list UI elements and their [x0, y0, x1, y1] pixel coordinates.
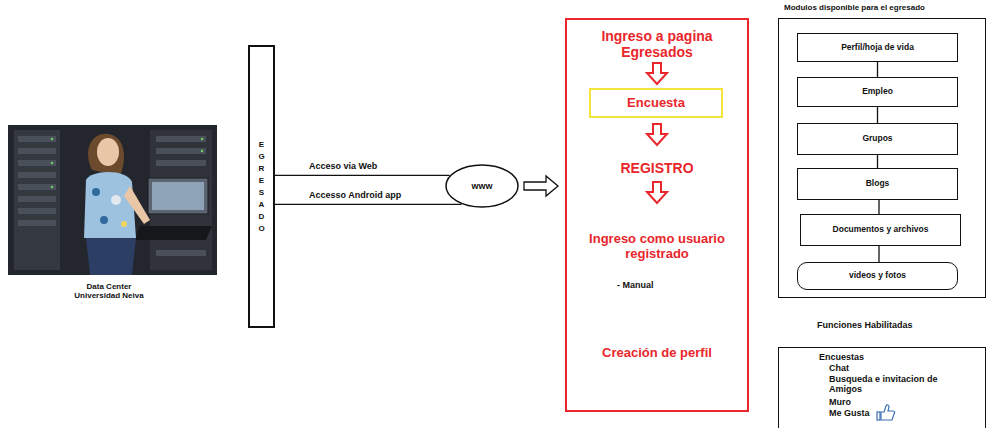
function-item: Me Gusta: [829, 408, 879, 418]
module-box: Perfil/hoja de vida: [797, 33, 958, 62]
actor-column: EGRESADO: [248, 45, 275, 328]
panel-heading: Modulos disponible para el egresado: [784, 3, 988, 12]
edge-label: Acceso via Web: [308, 161, 378, 171]
modules-panel: Modulos disponible para el egresadoPerfi…: [778, 18, 986, 298]
module-box: Empleo: [797, 77, 958, 107]
survey-box: Encuesta: [589, 88, 723, 118]
connector-line: [877, 107, 878, 123]
module-box: Grupos: [797, 123, 958, 155]
ellipse-shape: [446, 165, 518, 207]
node-label: Blogs: [866, 179, 890, 189]
function-item: Encuestas: [819, 352, 969, 362]
function-item: Chat: [829, 363, 969, 373]
connector-line: [878, 200, 879, 214]
data-center-photo: [8, 125, 217, 275]
connector-line: [877, 155, 878, 168]
node-label: EGRESADO: [258, 139, 266, 235]
node-label: Encuesta: [627, 96, 685, 111]
module-box: Blogs: [797, 168, 958, 200]
function-item: Muro: [829, 397, 969, 407]
panel-heading: Funciones Habilitadas: [817, 320, 967, 330]
photo-caption: Data Center Universidad Neiva: [74, 282, 144, 300]
step-title: Ingreso a pagina Egresados: [582, 28, 732, 60]
flow-panel: Ingreso a pagina EgresadosREGISTRO Ingres…: [565, 18, 749, 412]
node-label: www: [471, 181, 492, 191]
connector-line: [878, 246, 879, 262]
module-box: Documentos y archivos: [800, 214, 961, 246]
thumb-up-icon: [877, 405, 895, 420]
node-label: Grupos: [862, 134, 892, 144]
internet-ellipse: www: [445, 164, 519, 208]
step-title: Creación de perfil: [577, 346, 737, 361]
functions-panel: Funciones HabilitadasEncuestasChatBusque…: [778, 347, 986, 428]
step-note: - Manual: [617, 280, 707, 290]
connector-line: [275, 204, 462, 205]
connector-line: [877, 62, 878, 77]
module-box: videos y fotos: [797, 262, 958, 290]
edge-label: Accesso Android app: [308, 190, 402, 200]
hollow-arrow: [524, 176, 558, 196]
step-title: Ingreso como usuario registrado: [582, 232, 732, 262]
node-label: videos y fotos: [849, 271, 906, 281]
node-label: Empleo: [862, 87, 893, 97]
step-title: REGISTRO: [582, 160, 732, 176]
node-label: Perfil/hoja de vida: [841, 43, 914, 53]
node-label: Documentos y archivos: [833, 225, 929, 235]
function-item: Busqueda e invitacion de Amigos: [829, 374, 947, 395]
connector-line: [275, 175, 450, 176]
flow-down-arrows: [647, 63, 667, 203]
